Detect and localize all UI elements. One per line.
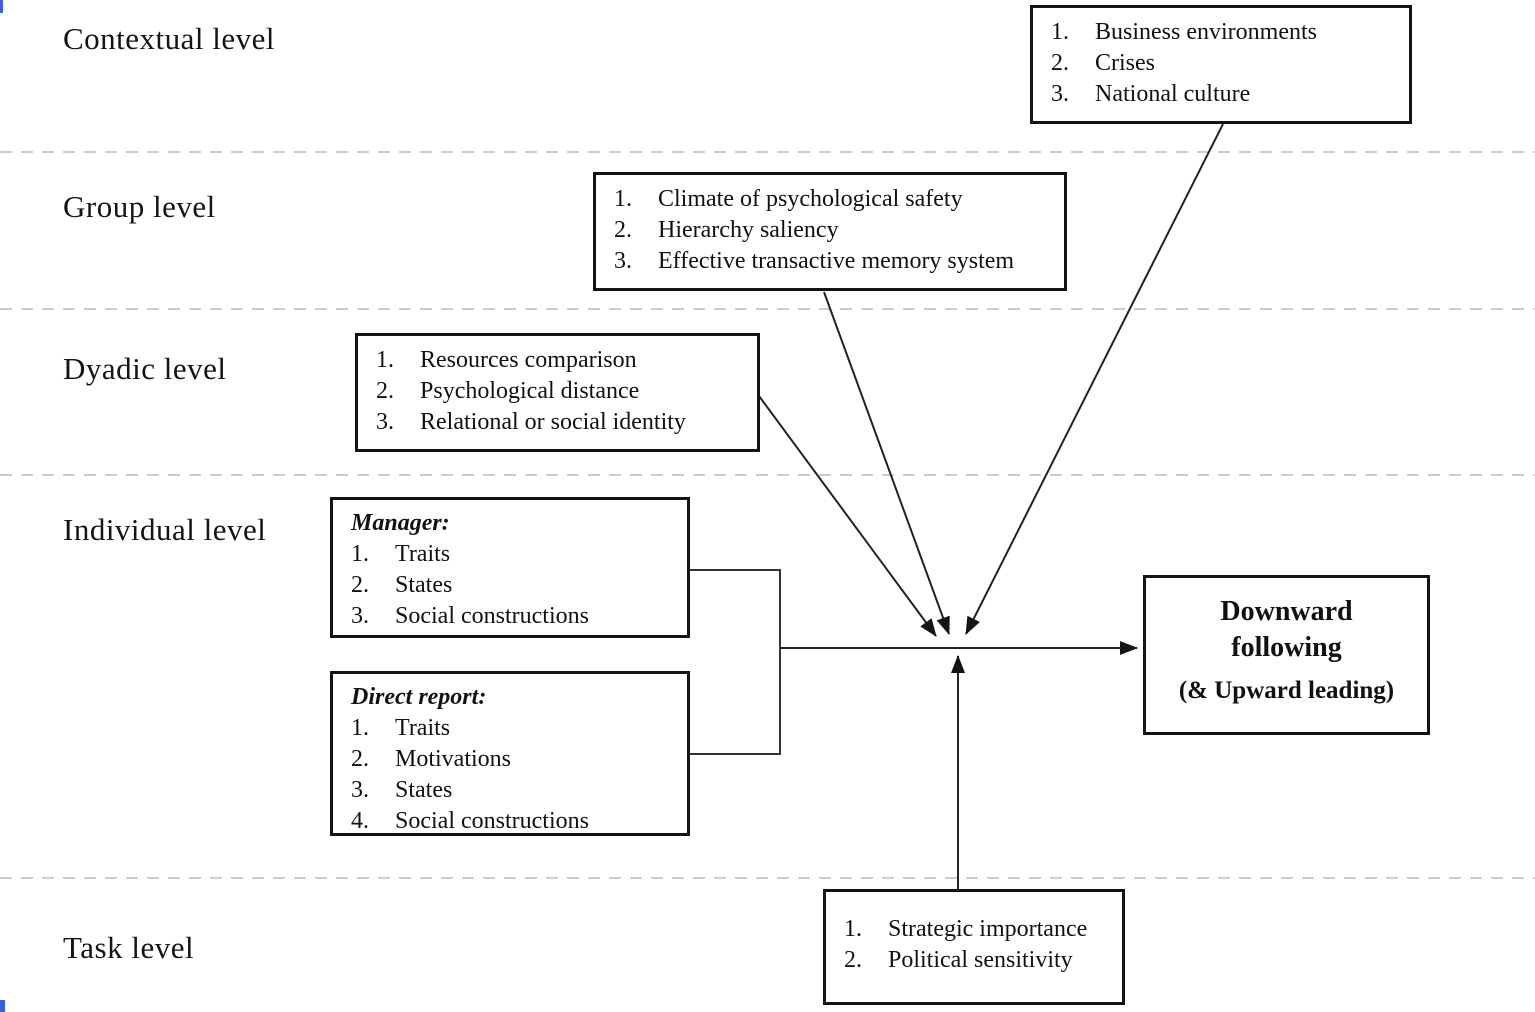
- level-separator-2: [0, 308, 1535, 310]
- level-separator-1: [0, 151, 1535, 153]
- arrow-group-to-convergence: [823, 291, 950, 635]
- list-item: 3.States: [351, 777, 453, 803]
- contextual-factors-box: 1.Business environments 2.Crises 3.Natio…: [1030, 5, 1412, 124]
- level-label-contextual: Contextual level: [63, 21, 276, 56]
- list-item: 2.Motivations: [351, 746, 512, 772]
- list-item: 2.Hierarchy saliency: [614, 217, 839, 243]
- list-item: 2.Crises: [1051, 50, 1155, 76]
- level-label-task: Task level: [63, 930, 195, 965]
- level-label-individual: Individual level: [63, 512, 267, 547]
- list-item: 4.Social constructions: [351, 808, 589, 834]
- manager-factors-box: Manager: 1.Traits 2.States 3.Social cons…: [330, 497, 690, 638]
- list-item: 1.Climate of psychological safety: [614, 186, 963, 212]
- list-item: 2.Psychological distance: [376, 378, 640, 404]
- arrow-dyadic-to-convergence: [758, 395, 937, 637]
- task-factors-box: 1.Strategic importance 2.Political sensi…: [823, 889, 1125, 1005]
- level-separator-3: [0, 474, 1535, 476]
- outcome-line-3: (& Upward leading): [1178, 677, 1395, 704]
- level-label-group: Group level: [63, 189, 216, 224]
- list-item: 3.Effective transactive memory system: [614, 248, 1015, 274]
- outcome-line-1: Downward: [1220, 596, 1353, 627]
- box-title: Manager:: [351, 510, 450, 536]
- direct-report-factors-box: Direct report: 1.Traits 2.Motivations 3.…: [330, 671, 690, 836]
- level-separator-4: [0, 877, 1535, 879]
- list-item: 1.Traits: [351, 715, 451, 741]
- list-item: 3.National culture: [1051, 81, 1251, 107]
- list-item: 1.Resources comparison: [376, 347, 637, 373]
- list-item: 3.Relational or social identity: [376, 409, 686, 435]
- list-item: 1.Strategic importance: [844, 916, 1088, 942]
- group-factors-box: 1.Climate of psychological safety 2.Hier…: [593, 172, 1067, 291]
- dyadic-factors-box: 1.Resources comparison 2.Psychological d…: [355, 333, 760, 452]
- edge-mark-top: [0, 0, 3, 13]
- list-item: 1.Traits: [351, 541, 451, 567]
- list-item: 2.States: [351, 572, 453, 598]
- individual-boxes-bracket: [690, 569, 781, 755]
- list-item: 2.Political sensitivity: [844, 947, 1073, 973]
- box-title: Direct report:: [351, 684, 487, 710]
- list-item: 3.Social constructions: [351, 603, 589, 629]
- edge-mark-bottom: [0, 1000, 5, 1012]
- level-label-dyadic: Dyadic level: [63, 351, 227, 386]
- list-item: 1.Business environments: [1051, 19, 1317, 45]
- outcome-box: Downward following (& Upward leading): [1143, 575, 1430, 735]
- outcome-line-2: following: [1231, 632, 1342, 663]
